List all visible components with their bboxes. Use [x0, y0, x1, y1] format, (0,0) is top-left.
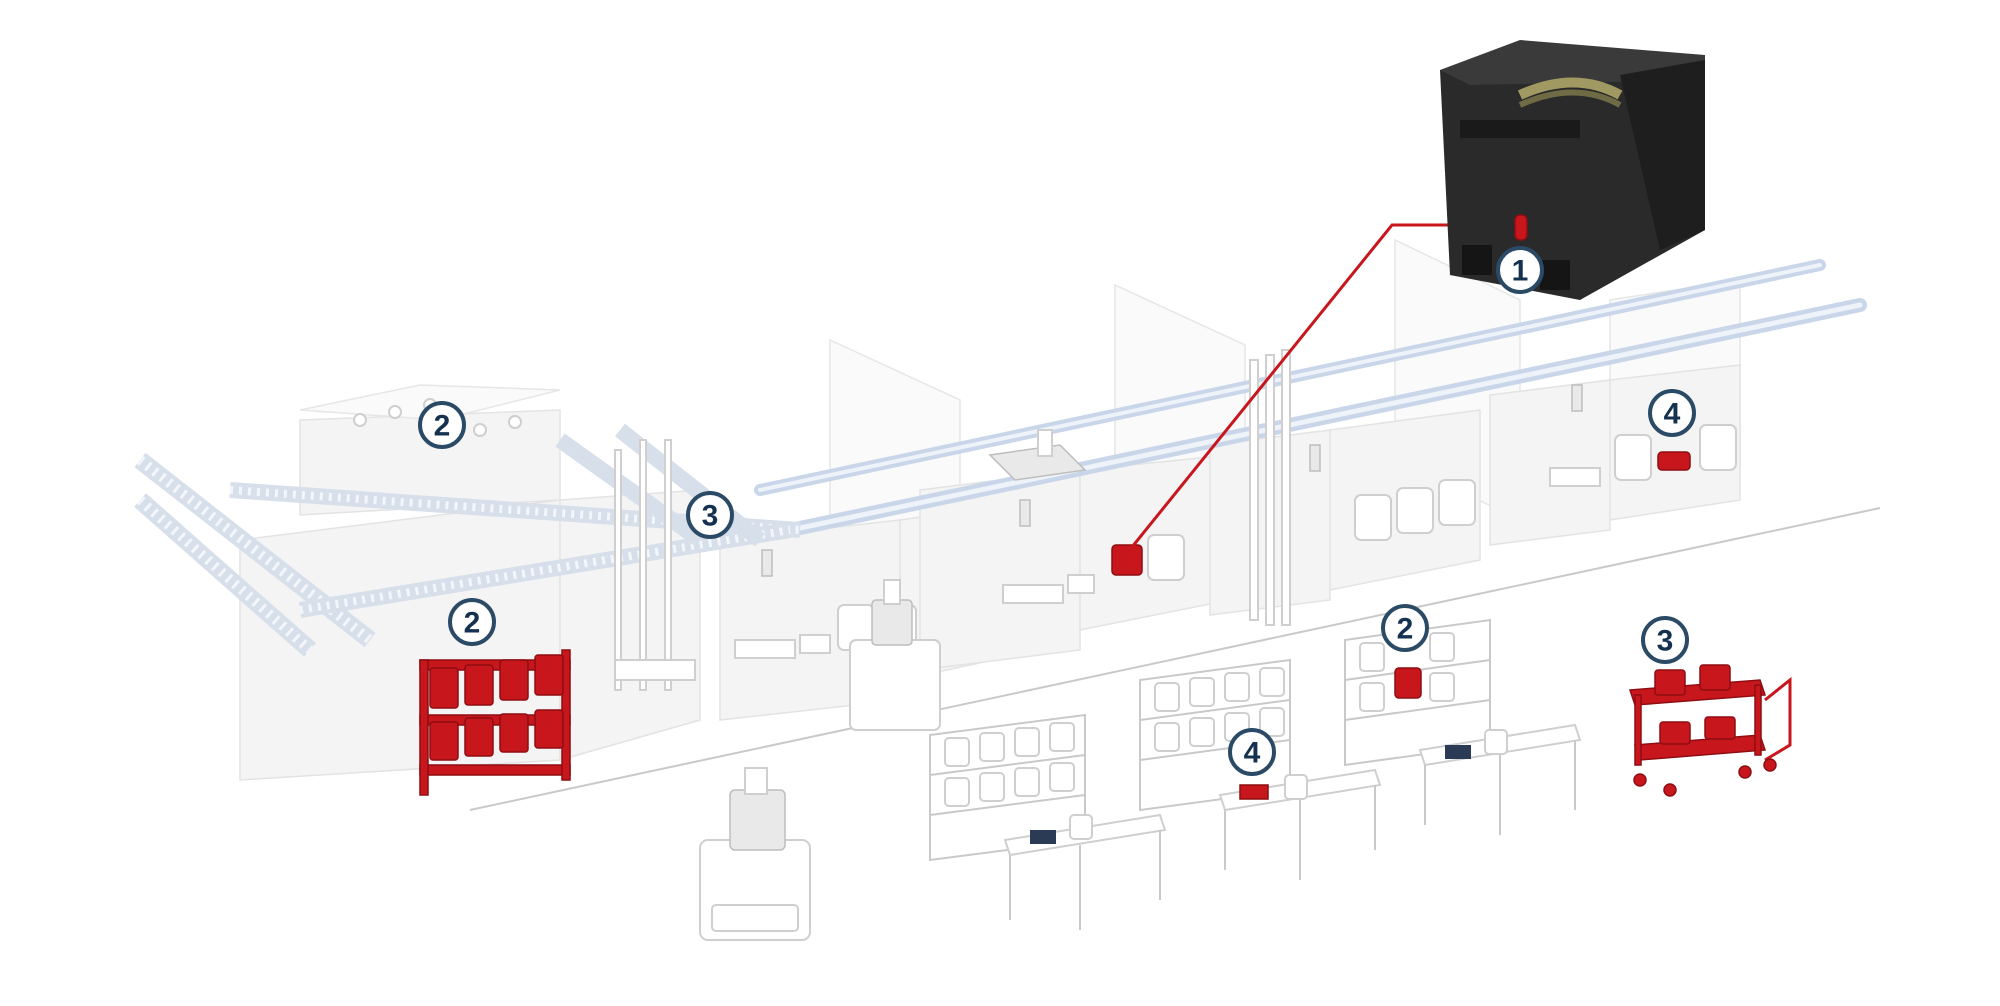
- red-carrier-at-port-bay4: [1657, 451, 1691, 471]
- rack-callout-left-number: 2: [464, 607, 481, 640]
- red-storage-rack: [419, 649, 571, 796]
- red-carrier-at-port-bay1: [1111, 544, 1143, 576]
- workbench-callout-marker: 4: [1228, 728, 1276, 776]
- tool-port-callout-marker: 4: [1648, 389, 1696, 437]
- conveyor-callout-number: 3: [702, 500, 719, 533]
- stocker-callout-marker: 2: [418, 401, 466, 449]
- rack-callout-right-number: 2: [1397, 613, 1414, 646]
- red-transport-cart: [1628, 664, 1792, 797]
- workbench-callout-number: 4: [1244, 737, 1261, 770]
- cart-callout-marker: 3: [1641, 616, 1689, 664]
- floor-edge-line: [469, 507, 1881, 811]
- process-tool-bay-4: [1489, 364, 1741, 546]
- agv-robot-front: [699, 767, 811, 941]
- conveyor-callout-marker: 3: [686, 491, 734, 539]
- rack-callout-right-marker: 2: [1381, 604, 1429, 652]
- work-table-right: [1418, 723, 1582, 835]
- process-tool-bay-2: [919, 454, 1231, 671]
- tool-port-callout-number: 4: [1664, 398, 1681, 431]
- carrier-callout-number: 1: [1512, 255, 1529, 288]
- overhead-rail-system: [754, 259, 1867, 626]
- agv-robot-center: [849, 579, 941, 731]
- wafer-carrier-image: [1440, 40, 1705, 300]
- cart-callout-number: 3: [1657, 625, 1674, 658]
- carrier-callout-marker: 1: [1496, 246, 1544, 294]
- stocker-callout-number: 2: [434, 410, 451, 443]
- rack-callout-left-marker: 2: [448, 598, 496, 646]
- wire-shelf-center: [1139, 658, 1291, 812]
- work-table-left: [1003, 813, 1167, 930]
- work-table-center: [1218, 768, 1382, 880]
